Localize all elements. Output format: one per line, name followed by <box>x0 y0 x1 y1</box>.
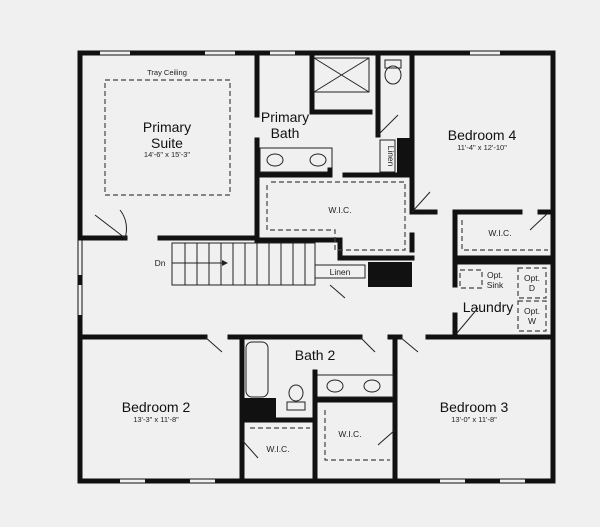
primary-suite-dimensions: 14'-6" x 15'-3" <box>144 150 190 159</box>
bedroom-4-wic-label: W.I.C. <box>488 228 511 238</box>
vanity <box>316 374 394 398</box>
shower <box>313 57 370 93</box>
linen-closet <box>379 139 396 173</box>
opt-dryer <box>517 267 547 299</box>
opt-sink-label-2: Sink <box>487 280 504 290</box>
opt-washer <box>517 300 547 332</box>
door[interactable] <box>456 307 479 334</box>
wall <box>239 369 398 484</box>
bedroom-4-label: Bedroom 4 <box>448 127 517 143</box>
linen-label: Linen <box>386 146 396 167</box>
bedroom-4-dimensions: 11'-4" x 12'-10" <box>457 143 507 152</box>
bathtub <box>245 341 269 398</box>
door[interactable] <box>204 336 419 353</box>
opt-sink <box>459 269 483 289</box>
primary-bath-label-2: Bath <box>271 125 300 141</box>
wall <box>77 212 260 241</box>
door[interactable] <box>377 114 399 136</box>
primary-suite-label: Primary <box>143 119 191 135</box>
shower-drain <box>313 57 370 93</box>
chase <box>368 262 412 287</box>
opt-dryer-label-2: D <box>529 283 535 293</box>
chase <box>397 138 412 173</box>
bedroom-2-dimensions: 13'-3" x 11'-8" <box>133 415 179 424</box>
bedroom-3-wic-label: W.I.C. <box>338 429 361 439</box>
linen-hall-closet <box>314 264 366 279</box>
primary-bath-label: Primary <box>261 109 309 125</box>
toilet-icon <box>288 384 304 402</box>
wall <box>254 172 415 261</box>
opt-washer-label-2: W <box>528 316 536 326</box>
wic-shelf <box>461 220 548 251</box>
sink-icon <box>309 153 327 167</box>
chase <box>244 398 276 418</box>
wic-shelf <box>266 181 406 251</box>
wall <box>239 334 398 484</box>
vanity <box>259 147 333 173</box>
door[interactable] <box>529 212 549 231</box>
windows <box>78 51 525 483</box>
bedroom-2-wic-label: W.I.C. <box>266 444 289 454</box>
tray-ceiling-label: Tray Ceiling <box>147 68 187 77</box>
door[interactable] <box>241 429 396 459</box>
toilet-tank <box>384 59 402 69</box>
opt-sink-label: Opt. <box>487 270 503 280</box>
opt-dryer-label: Opt. <box>524 273 540 283</box>
door[interactable] <box>329 284 346 299</box>
bedroom-2-label: Bedroom 2 <box>122 399 191 415</box>
wall <box>254 167 415 178</box>
door[interactable] <box>94 209 127 239</box>
opt-washer-label: Opt. <box>524 306 540 316</box>
wall <box>452 259 556 338</box>
stairs-down-label: Dn <box>155 258 166 268</box>
sink-icon <box>326 379 344 393</box>
linen-hall-label: Linen <box>330 267 351 277</box>
sink-icon <box>266 153 284 167</box>
wall <box>309 50 415 253</box>
wic-shelf <box>250 410 390 461</box>
bath-2-label: Bath 2 <box>295 347 336 363</box>
bedroom-3-dimensions: 13'-0" x 11'-8" <box>451 415 497 424</box>
stairs[interactable] <box>171 242 316 286</box>
primary-suite-label-2: Suite <box>151 135 183 151</box>
toilet-tank <box>286 401 306 411</box>
wall <box>452 209 556 261</box>
sink-icon <box>363 379 381 393</box>
toilet-icon <box>384 65 402 85</box>
primary-wic-label: W.I.C. <box>328 205 351 215</box>
laundry-label: Laundry <box>463 299 514 315</box>
door[interactable] <box>411 191 431 213</box>
bedroom-3-label: Bedroom 3 <box>440 399 509 415</box>
